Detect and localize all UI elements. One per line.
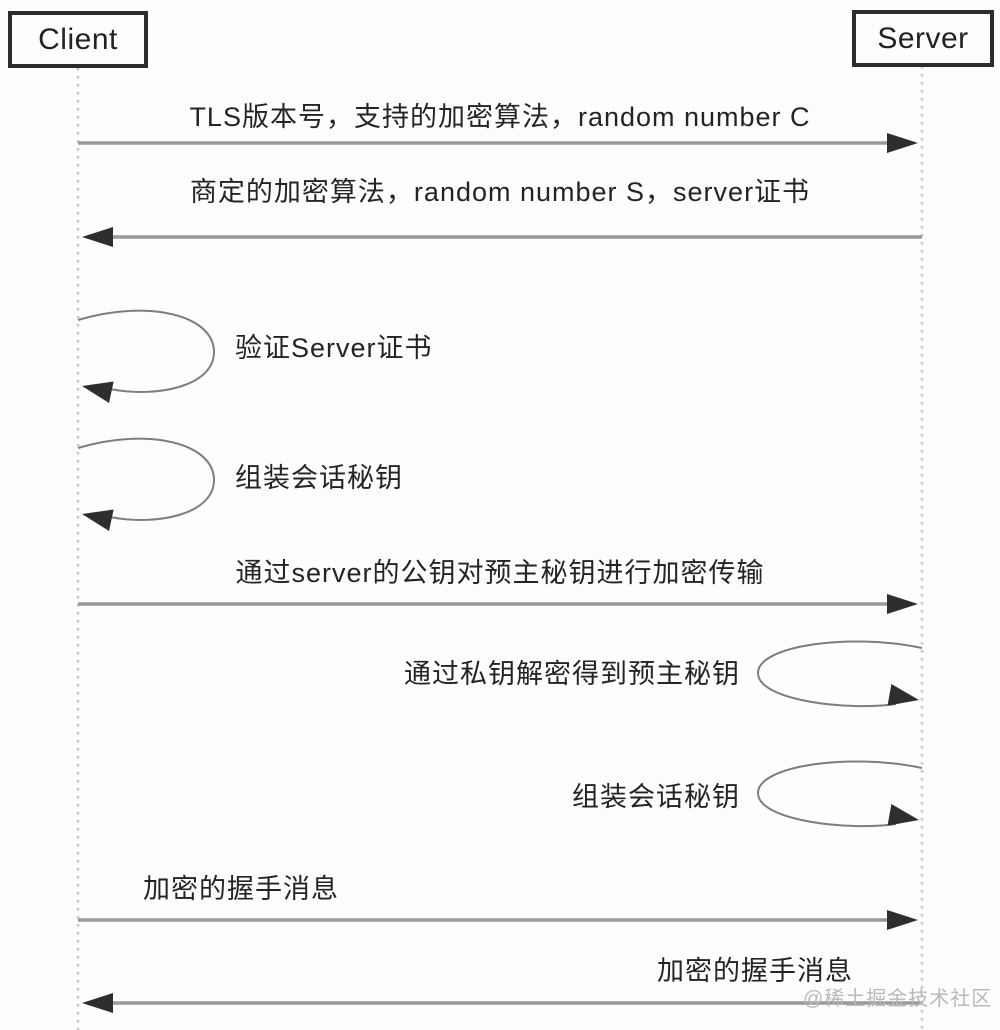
participant-label-server: Server [877, 21, 969, 55]
arrowhead-left-icon [82, 993, 113, 1013]
message-label-encrypted-handshake-c2s: 加密的握手消息 [143, 874, 339, 904]
self-loop-verify-cert [77, 309, 216, 403]
self-loop-client-session-key [77, 437, 216, 531]
participant-box-client: Client [8, 11, 148, 68]
arrow-premaster-secret [78, 594, 918, 614]
arrowhead-right-icon [887, 683, 919, 706]
self-loop-decrypt-premaster [756, 640, 923, 708]
self-loop-server-session-key [756, 760, 923, 828]
arrowhead-right-icon [887, 910, 918, 930]
arrow-encrypted-handshake-c2s [78, 910, 918, 930]
arrow-server-hello [82, 227, 922, 247]
message-label-server-session-key: 组装会话秘钥 [572, 782, 740, 812]
message-label-decrypt-premaster: 通过私钥解密得到预主秘钥 [404, 659, 740, 689]
watermark: @稀土掘金技术社区 [803, 988, 993, 1010]
arrowhead-left-icon [82, 381, 114, 403]
participant-box-server: Server [852, 10, 994, 67]
participant-label-client: Client [38, 22, 118, 56]
message-label-premaster-secret: 通过server的公钥对预主秘钥进行加密传输 [235, 558, 765, 588]
arrow-client-hello [78, 133, 918, 153]
message-label-client-hello: TLS版本号，支持的加密算法，random number C [189, 102, 811, 132]
message-label-encrypted-handshake-s2c: 加密的握手消息 [657, 956, 853, 986]
message-label-client-session-key: 组装会话秘钥 [235, 463, 403, 493]
message-label-server-hello: 商定的加密算法，random number S，server证书 [189, 177, 811, 207]
arrowhead-left-icon [82, 509, 114, 531]
arrowhead-right-icon [887, 594, 918, 614]
arrow-encrypted-handshake-s2c [82, 993, 922, 1013]
arrowhead-left-icon [82, 227, 113, 247]
arrowhead-right-icon [887, 803, 919, 826]
arrowhead-right-icon [887, 133, 918, 153]
message-label-verify-cert: 验证Server证书 [235, 333, 433, 363]
